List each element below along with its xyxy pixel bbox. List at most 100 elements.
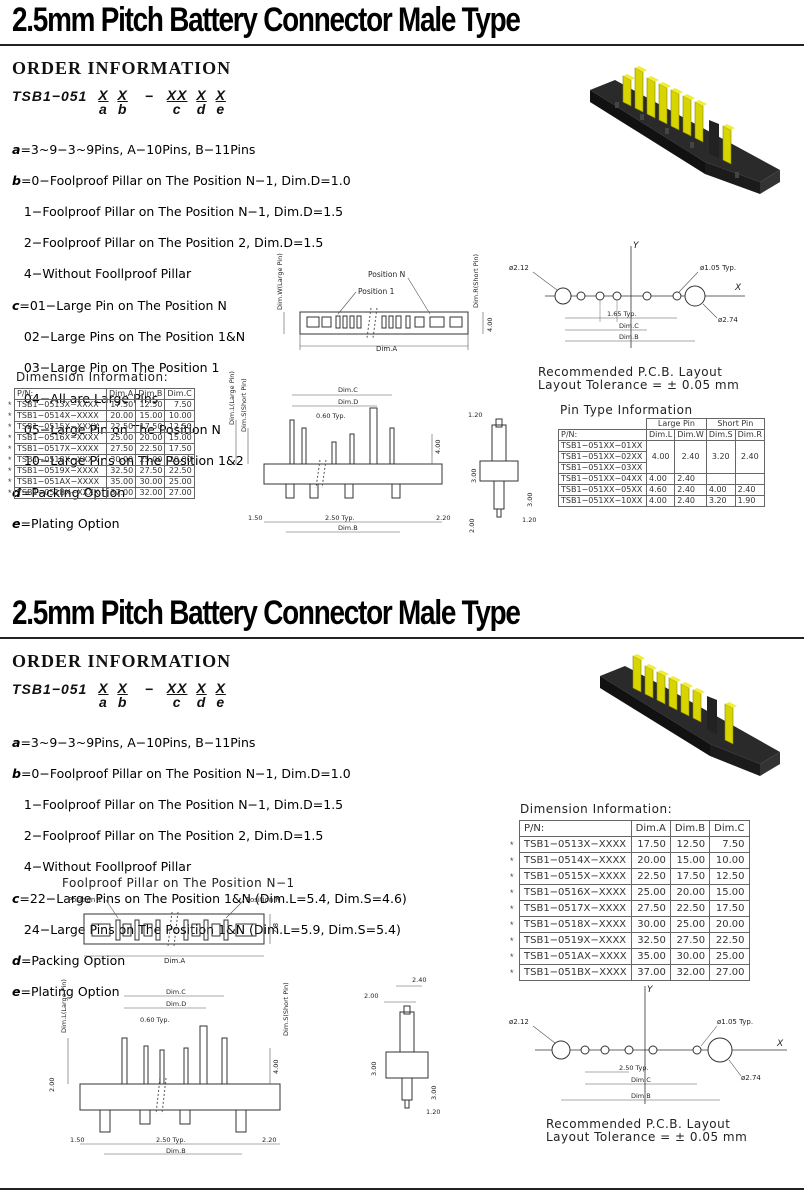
foolproof-title: Foolproof Pillar on The Position N−1 xyxy=(62,876,295,890)
dim-250-label: 2.50 Typ. xyxy=(156,1136,186,1144)
table-row: TSB1−051XX−03XX xyxy=(558,462,765,474)
dim-b-label: Dim.B xyxy=(631,1092,651,1100)
pcb-layout-drawing-2: Y X ø2.12 ø1.05 Typ. ø2.74 2.50 Typ. Dim… xyxy=(509,985,787,1104)
row-marker: * xyxy=(510,872,514,882)
dim-120b-label: 1.20 xyxy=(522,516,536,524)
row-marker: * xyxy=(510,856,514,866)
position-n-label: Position N xyxy=(368,270,405,279)
height-400-label: 4.00 xyxy=(272,1060,280,1074)
pin-type-table: Large Pin Short Pin P/N: Dim.L Dim.W Dim… xyxy=(558,418,765,507)
pitch-060-label: 0.60 Typ. xyxy=(316,412,346,420)
option-line: 03−Large Pin on The Position 1 xyxy=(12,359,220,375)
dim-300-label: 3.00 xyxy=(470,469,478,483)
option-line: d=Packing Option xyxy=(12,952,126,968)
row-marker: * xyxy=(8,477,12,487)
option-line: 02−Large Pins on The Position 1&N xyxy=(12,328,246,344)
dimension-title-2: Dimension Information: xyxy=(520,802,673,816)
page-title: 2.5mm Pitch Battery Connector Male Type xyxy=(12,1,521,39)
hole-105-label: ø1.05 Typ. xyxy=(700,264,736,272)
dim-c-label: Dim.C xyxy=(631,1076,651,1084)
hole-105-label: ø1.05 Typ. xyxy=(717,1018,753,1026)
row-marker: * xyxy=(8,433,12,443)
pitch-250-label: 2.50 Typ. xyxy=(619,1064,649,1072)
row-marker: * xyxy=(510,840,514,850)
title-divider xyxy=(0,44,804,46)
row-marker: * xyxy=(510,904,514,914)
part-code: TSB1−051 xyxy=(12,681,88,697)
pitch-060-label: 0.60 Typ. xyxy=(140,1016,170,1024)
hole-274-label: ø2.74 xyxy=(741,1074,761,1082)
dim-b-label: Dim.B xyxy=(619,333,639,341)
pin-side-view: 1.20 3.00 3.00 2.00 1.20 xyxy=(468,411,536,533)
row-marker: * xyxy=(510,968,514,978)
side-view-drawing-2: Dim.C Dim.D 0.60 Typ. Dim.L(Large Pin) D… xyxy=(48,979,290,1155)
option-line: 1−Foolproof Pillar on The Position N−1, … xyxy=(12,796,344,812)
x-axis-label: X xyxy=(776,1039,784,1049)
option-line: e=Plating Option xyxy=(12,984,120,1000)
dim-120-label: 1.20 xyxy=(426,1108,440,1116)
pcb-caption-2: Recommended P.C.B. Layout Layout Toleran… xyxy=(546,1117,748,1144)
row-marker: * xyxy=(8,444,12,454)
option-line: 2−Foolproof Pillar on The Position 2, Di… xyxy=(12,235,324,251)
row-marker: * xyxy=(8,488,12,498)
row-marker: * xyxy=(510,952,514,962)
top-view-drawing: Dim.A Position N Position 1 Dim.W(Large … xyxy=(276,253,494,353)
dim-220-label: 2.20 xyxy=(436,514,450,522)
option-line: e=Plating Option xyxy=(12,515,120,531)
dim-d-label: Dim.D xyxy=(338,398,358,406)
connector-3d-image xyxy=(590,66,780,194)
table-row: TSB1−051XX−01XX 4.00 2.40 3.20 2.40 xyxy=(558,440,765,474)
y-axis-label: Y xyxy=(633,241,640,251)
dim-150-label: 1.50 xyxy=(248,514,262,522)
option-line: a=3~9−3~9Pins, A−10Pins, B−11Pins xyxy=(12,734,256,750)
order-heading: ORDER INFORMATION xyxy=(12,58,232,78)
option-line: c=01−Large Pin on The Position N xyxy=(12,297,227,313)
height-400-label: 4.00 xyxy=(434,440,442,454)
option-line: 4−Without Foollproof Pillar xyxy=(12,266,192,282)
pitch-165-label: 1.65 Typ. xyxy=(607,310,637,318)
row-marker: * xyxy=(510,888,514,898)
order-heading-2: ORDER INFORMATION xyxy=(12,651,232,671)
dim-300-label: 3.00 xyxy=(370,1062,378,1076)
x-axis-label: X xyxy=(734,283,742,293)
dim-c-label: Dim.C xyxy=(166,988,186,996)
connector-3d-image-2 xyxy=(600,654,780,776)
bottom-divider xyxy=(0,1188,804,1190)
option-list-2: a=3~9−3~9Pins, A−10Pins, B−11Pins b=0−Fo… xyxy=(12,719,407,1015)
dim-s-label: Dim.S(Short Pin) xyxy=(240,378,248,432)
option-line: 2−Foolproof Pillar on The Position 2, Di… xyxy=(12,828,324,844)
option-line: a=3~9−3~9Pins, A−10Pins, B−11Pins xyxy=(12,141,256,157)
row-marker: * xyxy=(8,455,12,465)
pin-type-title: Pin Type Information xyxy=(560,403,693,417)
part-code: TSB1−051 xyxy=(12,88,88,104)
table-header: P/N: Dim.L Dim.W Dim.S Dim.R xyxy=(558,429,765,441)
hole-212-label: ø2.12 xyxy=(509,264,529,272)
row-marker: * xyxy=(8,422,12,432)
row-marker: * xyxy=(510,920,514,930)
page-title-2: 2.5mm Pitch Battery Connector Male Type xyxy=(12,594,521,632)
dim-200-label: 2.00 xyxy=(364,992,378,1000)
dim-w-label: Dim.W(Large Pin) xyxy=(276,253,284,310)
